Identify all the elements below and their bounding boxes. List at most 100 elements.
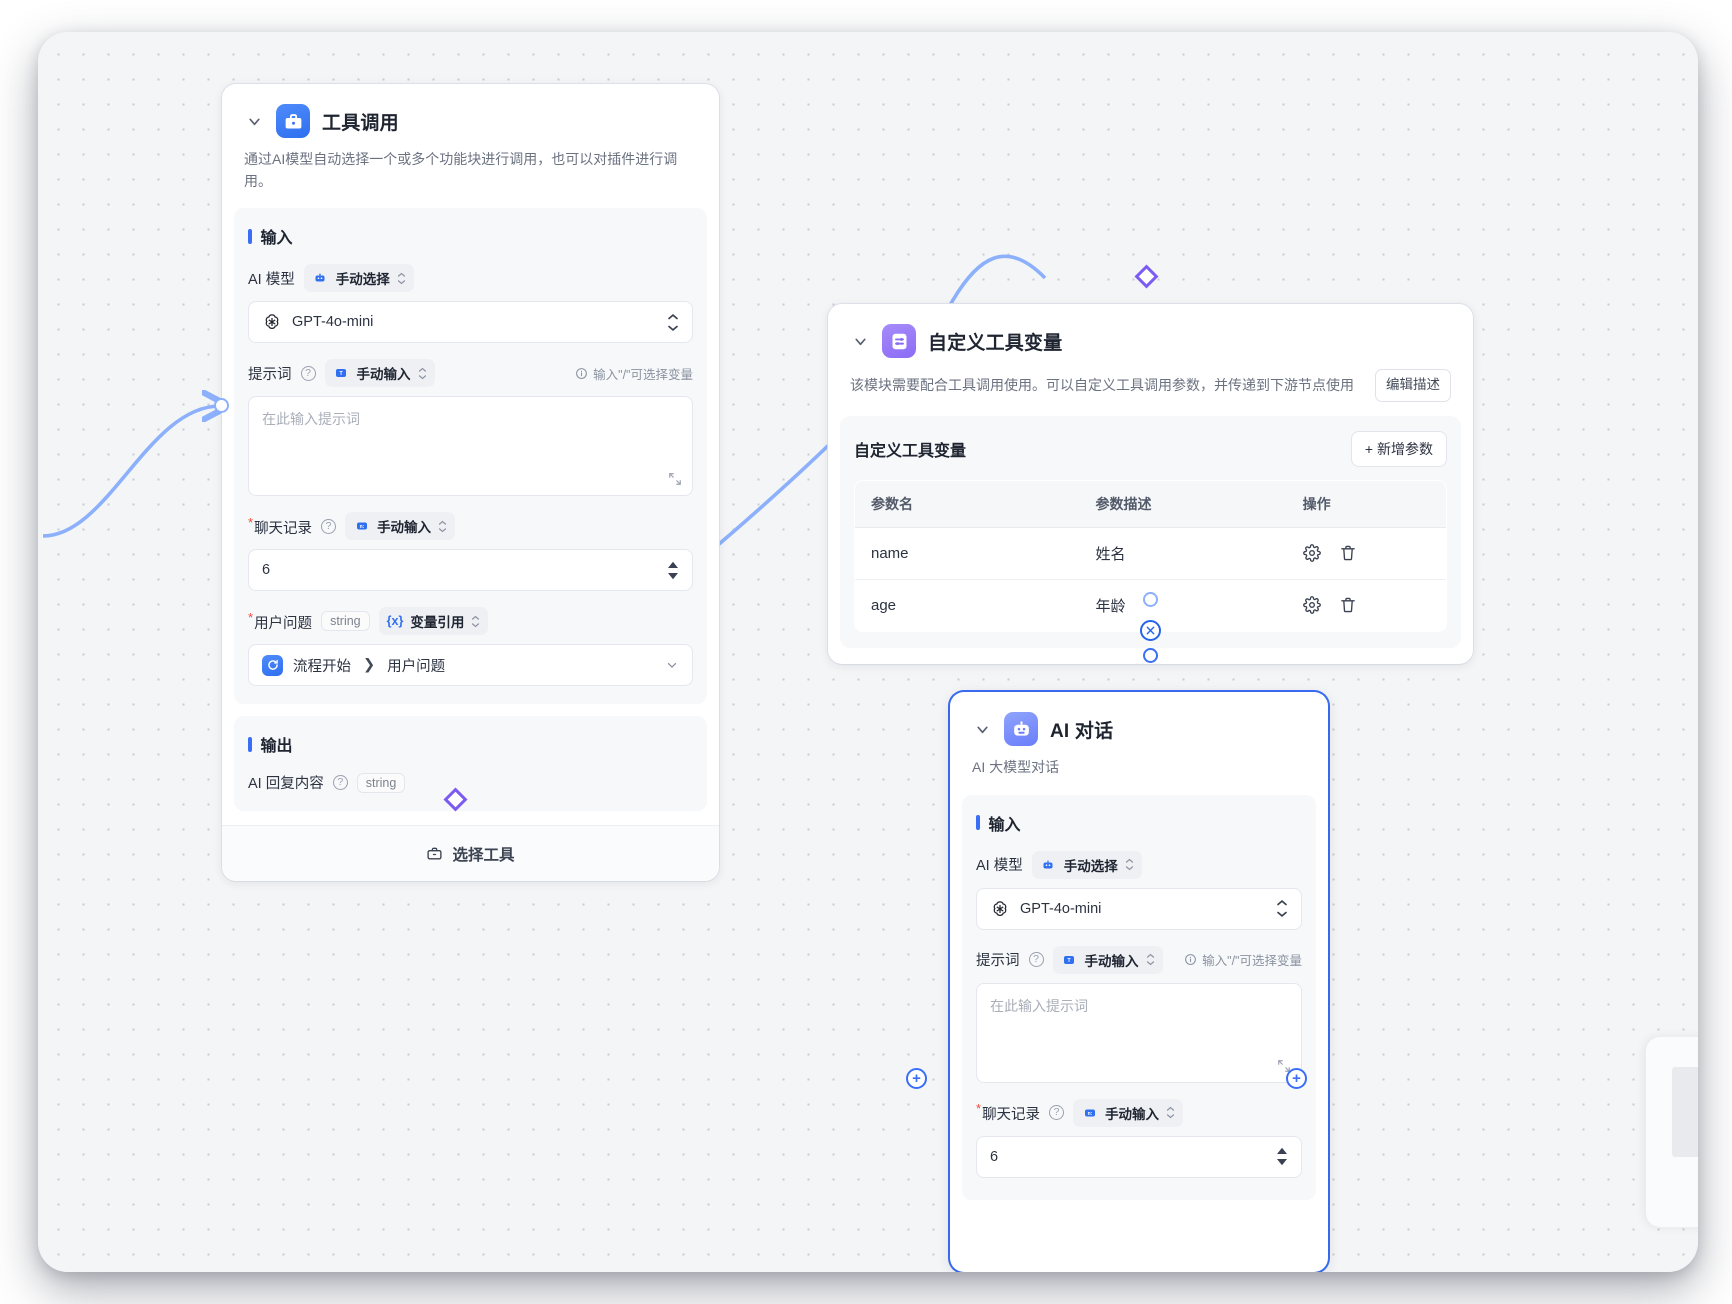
panel-title: 自定义工具变量 xyxy=(854,442,967,460)
port-ai-chat-add-left[interactable]: + xyxy=(906,1068,927,1089)
ai-model-mode-select[interactable]: 手动选择 xyxy=(1031,850,1142,879)
node-header: 工具调用 通过AI模型自动选择一个或多个功能块进行调用，也可以对插件进行调用。 xyxy=(222,84,719,192)
svg-text:n:: n: xyxy=(359,524,364,530)
input-section: 输入 AI 模型 手动选择 xyxy=(962,794,1316,1200)
prompt-mode-select[interactable]: T 手动输入 xyxy=(324,359,435,388)
node-description: 通过AI模型自动选择一个或多个功能块进行调用，也可以对插件进行调用。 xyxy=(244,151,678,189)
table-row[interactable]: name 姓名 xyxy=(855,527,1446,580)
number-stepper[interactable] xyxy=(667,561,679,580)
chevron-updown-icon[interactable] xyxy=(667,313,679,332)
table-header-row: 参数名 参数描述 操作 xyxy=(855,480,1446,528)
field-prompt: 提示词 ? T 手动输入 xyxy=(976,945,1302,1083)
output-label: AI 回复内容 xyxy=(248,776,324,793)
prompt-textarea[interactable]: 在此输入提示词 xyxy=(248,396,693,497)
chat-history-mode-label: 手动输入 xyxy=(1105,1106,1160,1122)
ai-model-mode-label: 手动选择 xyxy=(335,272,390,288)
output-section-title: 输出 xyxy=(248,732,693,756)
port-ai-chat-input-top[interactable] xyxy=(1143,648,1158,663)
port-tool-call-input[interactable] xyxy=(214,398,229,413)
chevron-updown-icon xyxy=(397,272,406,285)
param-name: name xyxy=(855,527,1080,580)
expand-icon[interactable] xyxy=(668,472,682,486)
param-name: age xyxy=(871,596,897,614)
input-section-title: 输入 xyxy=(248,224,693,248)
workflow-canvas[interactable]: 工具调用 通过AI模型自动选择一个或多个功能块进行调用，也可以对插件进行调用。 … xyxy=(38,32,1698,1272)
node-custom-tool-vars[interactable]: 自定义工具变量 该模块需要配合工具调用使用。可以自定义工具调用参数，并传递到下游… xyxy=(828,304,1473,664)
node-header: 自定义工具变量 该模块需要配合工具调用使用。可以自定义工具调用参数，并传递到下游… xyxy=(828,304,1473,402)
number-input-icon: n: xyxy=(353,518,370,535)
add-param-button[interactable]: + 新增参数 xyxy=(1350,430,1447,467)
toolbox-outline-icon xyxy=(427,848,443,860)
ai-model-label: AI 模型 xyxy=(248,271,295,288)
select-tool-button[interactable]: 选择工具 xyxy=(222,825,719,882)
svg-text:T: T xyxy=(1067,958,1071,964)
prompt-mode-select[interactable]: T 手动输入 xyxy=(1052,945,1163,974)
port-ai-chat-add-right[interactable]: + xyxy=(1286,1068,1307,1089)
trash-icon[interactable] xyxy=(1339,596,1357,614)
prompt-variable-hint: 输入"/"可选择变量 xyxy=(575,364,693,383)
text-input-icon: T xyxy=(333,365,350,382)
input-section-title: 输入 xyxy=(976,811,1302,835)
required-marker: * xyxy=(248,514,254,530)
chat-history-number-input[interactable]: 6 xyxy=(248,549,693,592)
collapse-chevron-icon[interactable] xyxy=(850,331,870,351)
chat-history-number-input[interactable]: 6 xyxy=(976,1135,1302,1178)
field-prompt: 提示词 ? T 手动输入 xyxy=(248,359,693,497)
help-icon[interactable]: ? xyxy=(321,518,337,534)
sliders-icon xyxy=(882,324,916,358)
chevron-updown-icon[interactable] xyxy=(1276,899,1288,918)
help-icon[interactable]: ? xyxy=(332,775,348,791)
user-question-type-tag: string xyxy=(321,611,370,632)
chevron-down-icon[interactable] xyxy=(665,658,679,672)
output-section: 输出 AI 回复内容 ? string xyxy=(234,716,707,812)
output-type-tag: string xyxy=(356,772,406,793)
port-custom-vars-output-bottom[interactable] xyxy=(1143,592,1158,607)
trash-icon[interactable] xyxy=(1339,544,1357,562)
chevron-updown-icon xyxy=(1166,1106,1175,1119)
row-actions xyxy=(1286,527,1446,580)
edit-description-button[interactable]: 编辑描述 xyxy=(1375,369,1451,402)
section-accent-bar xyxy=(248,736,252,752)
field-chat-history: *聊天记录 ? n: 手动输入 xyxy=(976,1098,1302,1178)
svg-text:T: T xyxy=(339,371,343,377)
gear-icon[interactable] xyxy=(1302,544,1321,563)
row-actions xyxy=(1287,579,1446,631)
prompt-variable-hint: 输入"/"可选择变量 xyxy=(1184,950,1302,969)
collapse-chevron-icon[interactable] xyxy=(244,111,264,131)
help-icon[interactable]: ? xyxy=(1028,952,1044,968)
robot-small-icon xyxy=(312,270,329,287)
help-icon[interactable]: ? xyxy=(300,365,316,381)
node-header: AI 对话 AI 大模型对话 xyxy=(950,692,1328,779)
workflow-editor-window: 工具调用 通过AI模型自动选择一个或多个功能块进行调用，也可以对插件进行调用。 … xyxy=(38,32,1698,1272)
prompt-textarea[interactable]: 在此输入提示词 xyxy=(976,982,1302,1083)
field-ai-model: AI 模型 手动选择 xyxy=(976,850,1302,930)
node-tool-call[interactable]: 工具调用 通过AI模型自动选择一个或多个功能块进行调用，也可以对插件进行调用。 … xyxy=(222,84,719,882)
gear-icon[interactable] xyxy=(1302,596,1321,615)
edge-delete-icon[interactable] xyxy=(1140,620,1161,641)
ai-model-mode-select[interactable]: 手动选择 xyxy=(303,264,414,293)
ai-model-value-select[interactable]: GPT-4o-mini xyxy=(248,301,693,344)
user-question-mode-select[interactable]: {x} 变量引用 xyxy=(378,607,489,636)
breadcrumb-separator-icon: ❯ xyxy=(363,657,376,674)
number-input-icon: n: xyxy=(1081,1104,1098,1121)
port-custom-vars-input-diamond[interactable] xyxy=(1134,264,1159,289)
robot-small-icon xyxy=(1040,856,1057,873)
required-marker: * xyxy=(248,609,254,625)
ai-model-value-select[interactable]: GPT-4o-mini xyxy=(976,887,1302,930)
collapse-chevron-icon[interactable] xyxy=(972,719,992,739)
table-row[interactable]: age 年龄 xyxy=(855,579,1446,631)
right-floating-panel[interactable] xyxy=(1646,1037,1698,1227)
prompt-mode-label: 手动输入 xyxy=(1084,953,1139,969)
node-description: 该模块需要配合工具调用使用。可以自定义工具调用参数，并传递到下游节点使用 编辑描… xyxy=(850,369,1451,402)
node-ai-chat[interactable]: AI 对话 AI 大模型对话 输入 AI 模型 xyxy=(950,692,1328,1272)
help-icon[interactable]: ? xyxy=(1049,1105,1065,1121)
chat-history-mode-select[interactable]: n: 手动输入 xyxy=(1073,1098,1184,1127)
chat-history-mode-select[interactable]: n: 手动输入 xyxy=(345,512,456,541)
question-ref-field: 用户问题 xyxy=(387,658,446,675)
text-input-icon: T xyxy=(1061,951,1078,968)
number-stepper[interactable] xyxy=(1276,1147,1288,1166)
node-description: AI 大模型对话 xyxy=(972,759,1060,775)
user-question-reference-select[interactable]: 流程开始 ❯ 用户问题 xyxy=(248,644,693,687)
prompt-label: 提示词 xyxy=(976,953,1020,970)
chat-history-value: 6 xyxy=(990,1148,999,1165)
